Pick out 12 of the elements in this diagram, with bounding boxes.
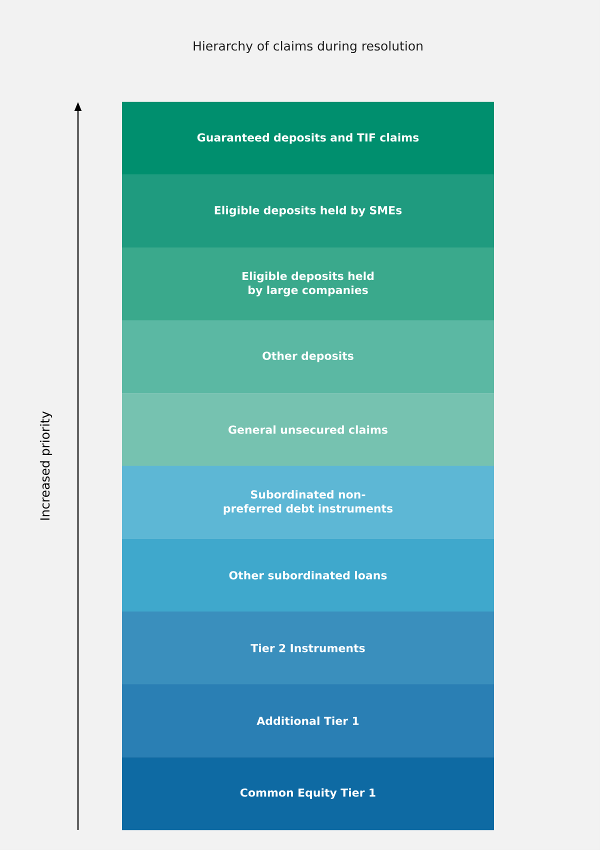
priority-band: Other deposits xyxy=(122,320,494,394)
axis-label: Increased priority xyxy=(40,411,52,520)
priority-band: Common Equity Tier 1 xyxy=(122,757,494,830)
priority-band: Other subordinated loans xyxy=(122,538,494,612)
priority-band: Additional Tier 1 xyxy=(122,684,494,758)
priority-band: General unsecured claims xyxy=(122,393,494,466)
title: Hierarchy of claims during resolution xyxy=(194,40,422,54)
priority-band: Subordinated non-preferred debt instruments xyxy=(122,466,494,539)
priority-band: Eligible deposits held by large companies xyxy=(122,248,494,320)
priority-band: Tier 2 Instruments xyxy=(122,612,494,684)
priority-band: Eligible deposits held by SMEs xyxy=(122,174,494,248)
priority-band: Guaranteed deposits and TIF claims xyxy=(122,102,494,175)
